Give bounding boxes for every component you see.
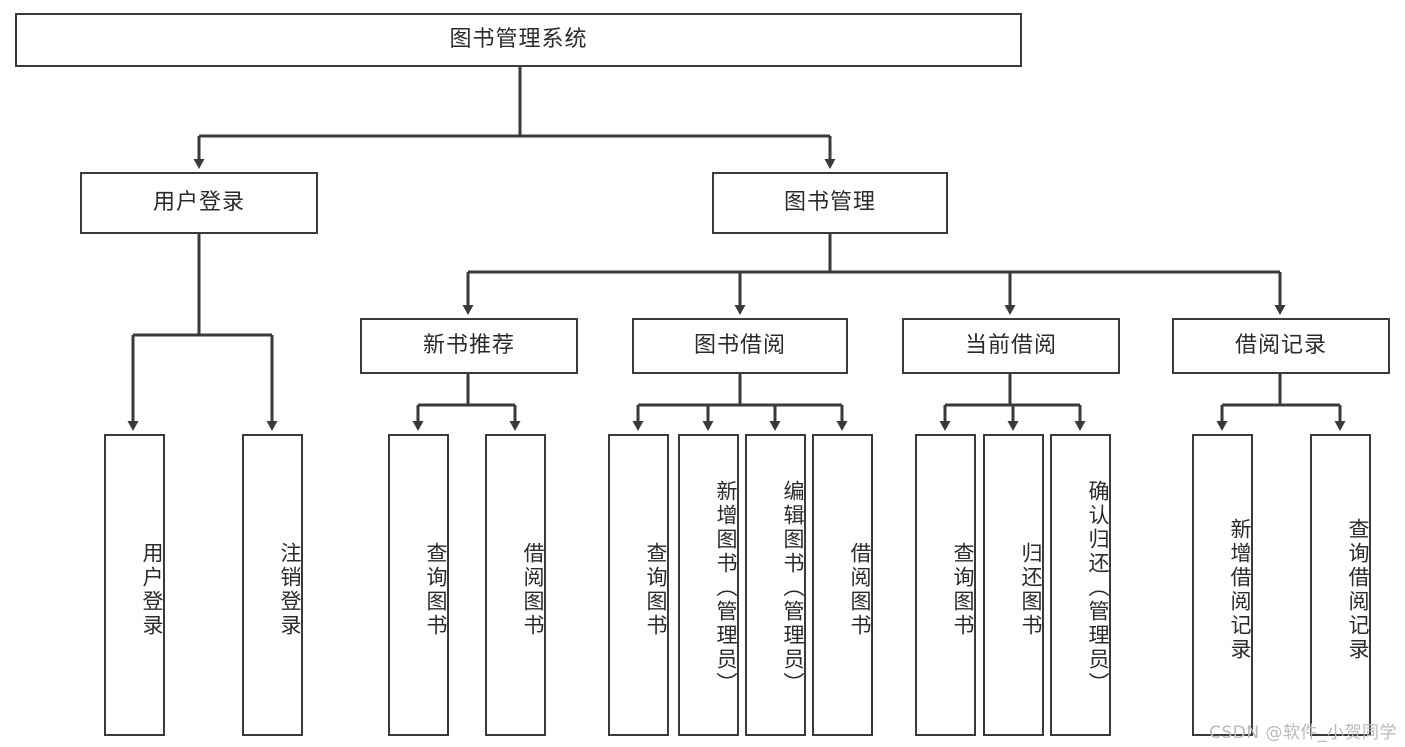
node-leaf-add-borrow-record[interactable]: 新增借阅记录	[1192, 434, 1253, 736]
node-root-system[interactable]: 图书管理系统	[15, 13, 1022, 67]
node-borrow-record[interactable]: 借阅记录	[1172, 318, 1390, 374]
csdn-watermark: CSDN @软件_小贺同学	[1209, 723, 1397, 743]
node-leaf-query-book-borrow[interactable]: 查询图书	[608, 434, 669, 736]
node-leaf-query-book-recommend[interactable]: 查询图书	[388, 434, 449, 736]
node-leaf-logout[interactable]: 注销登录	[242, 434, 303, 736]
node-leaf-user-login[interactable]: 用户登录	[104, 434, 165, 736]
node-current-borrow[interactable]: 当前借阅	[902, 318, 1120, 374]
node-leaf-borrow-book-recommend[interactable]: 借阅图书	[485, 434, 546, 736]
node-leaf-edit-book-admin[interactable]: 编辑图书（管理员）	[745, 434, 806, 736]
node-leaf-borrow-book[interactable]: 借阅图书	[812, 434, 873, 736]
node-book-management[interactable]: 图书管理	[712, 172, 948, 234]
node-new-book-recommend[interactable]: 新书推荐	[360, 318, 578, 374]
node-book-borrow[interactable]: 图书借阅	[632, 318, 848, 374]
node-leaf-query-borrow-record[interactable]: 查询借阅记录	[1310, 434, 1371, 736]
node-leaf-return-book[interactable]: 归还图书	[983, 434, 1044, 736]
node-leaf-confirm-return-admin[interactable]: 确认归还（管理员）	[1050, 434, 1111, 736]
node-leaf-query-book-current[interactable]: 查询图书	[915, 434, 976, 736]
node-user-login[interactable]: 用户登录	[80, 172, 318, 234]
node-leaf-add-book-admin[interactable]: 新增图书（管理员）	[678, 434, 739, 736]
